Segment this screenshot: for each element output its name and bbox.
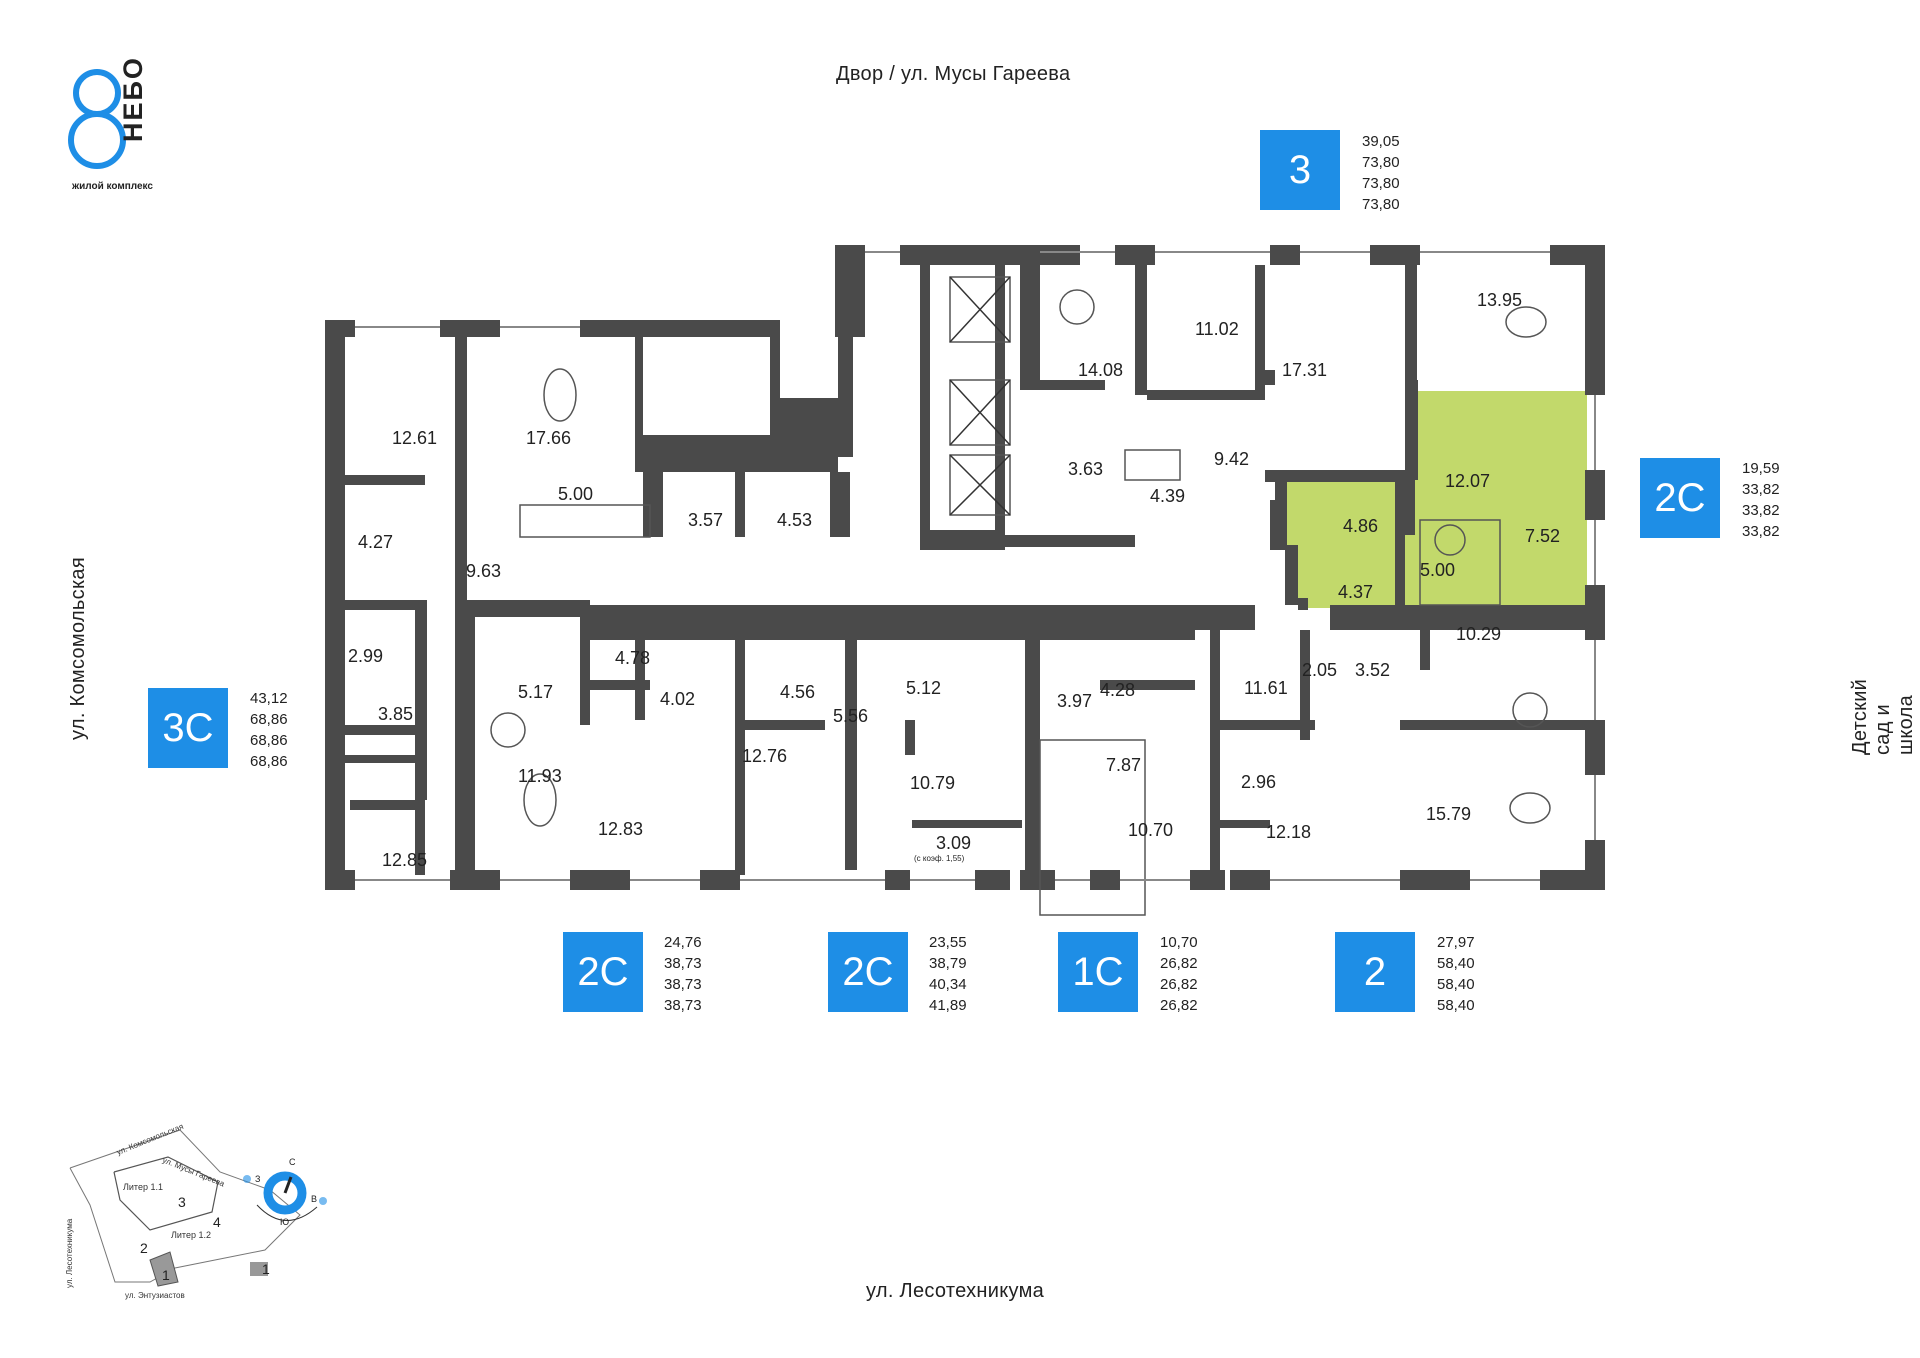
room-area-label: 4.53 — [777, 510, 812, 530]
highlighted-apartment — [1285, 391, 1587, 608]
minimap-number: 3 — [178, 1194, 186, 1210]
room-area-label: 3.97 — [1057, 691, 1092, 711]
room-area-label: 3.52 — [1355, 660, 1390, 680]
room-area-label: 12.61 — [392, 428, 437, 448]
apartment-badge-2[interactable]: 2 — [1335, 932, 1415, 1012]
room-area-label: 4.02 — [660, 689, 695, 709]
room-area-label: 4.56 — [780, 682, 815, 702]
minimap-number: 1 — [162, 1267, 170, 1283]
room-area-label: 11.02 — [1195, 319, 1239, 339]
street-bottom: ул. Лесотехникума — [866, 1280, 1045, 1302]
room-area-label: 7.87 — [1106, 755, 1141, 775]
room-area-label: 5.56 — [833, 706, 868, 726]
room-area-label: 5.00 — [558, 484, 593, 504]
room-area-label: 10.79 — [910, 773, 955, 793]
room-labels: 17.66 12.61 5.00 3.57 4.53 4.27 9.63 14.… — [348, 290, 1560, 870]
room-area-label: 4.28 — [1100, 680, 1135, 700]
minimap-liter: Литер 1.2 — [171, 1230, 211, 1240]
room-area-label: 10.29 — [1456, 624, 1501, 644]
minimap-liter: Литер 1.1 — [123, 1182, 163, 1192]
room-area-label: 4.37 — [1338, 582, 1373, 602]
apartment-badge-2c[interactable]: 2С — [1640, 458, 1720, 538]
room-area-label: 13.95 — [1477, 290, 1522, 310]
room-area-label: 9.63 — [466, 561, 501, 581]
room-area-label: 10.70 — [1128, 820, 1173, 840]
room-area-label: 12.18 — [1266, 822, 1311, 842]
street-top: Двор / ул. Мусы Гареева — [836, 63, 1071, 85]
room-area-label: 17.66 — [526, 428, 571, 448]
room-area-label: 14.08 — [1078, 360, 1123, 380]
apartment-badge-1c[interactable]: 1С — [1058, 932, 1138, 1012]
logo-subtitle: жилой комплекс — [72, 181, 153, 192]
room-area-label: 4.78 — [615, 648, 650, 668]
room-area-label: 3.09 — [936, 833, 971, 853]
room-area-label: 2.05 — [1302, 660, 1337, 680]
apartment-badge-2c[interactable]: 2С — [828, 932, 908, 1012]
room-area-label: 3.85 — [378, 704, 413, 724]
room-area-label: 4.27 — [358, 532, 393, 552]
room-area-label: 4.39 — [1150, 486, 1185, 506]
room-area-label: 5.00 — [1420, 560, 1455, 580]
minimap-number: 4 — [213, 1214, 221, 1230]
room-area-label: 2.99 — [348, 646, 383, 666]
room-area-label: 12.76 — [742, 746, 787, 766]
walls — [325, 245, 1605, 890]
room-area-label: 11.61 — [1244, 678, 1288, 698]
room-area-label: 12.85 — [382, 850, 427, 870]
minimap-street: ул. Комсомольская — [115, 1122, 184, 1157]
compass-w: З — [255, 1174, 260, 1184]
room-area-label: 17.31 — [1282, 360, 1327, 380]
minimap-street: ул. Энтузиастов — [125, 1291, 185, 1300]
room-area-label: 12.83 — [598, 819, 643, 839]
logo-eight-icon — [68, 69, 126, 169]
apartment-badge-3[interactable]: 3 — [1260, 130, 1340, 210]
room-area-label: 5.12 — [906, 678, 941, 698]
room-area-label: 4.86 — [1343, 516, 1378, 536]
room-area-label: 11.93 — [518, 766, 562, 786]
minimap-legend-number: 1 — [262, 1261, 270, 1277]
compass-e: В — [311, 1194, 317, 1204]
compass-s: Ю — [280, 1217, 289, 1227]
room-area-label: 3.57 — [688, 510, 723, 530]
apartment-badge-3c[interactable]: 3С — [148, 688, 228, 768]
minimap-number: 2 — [140, 1240, 148, 1256]
room-area-label: 9.42 — [1214, 449, 1249, 469]
minimap-street: ул. Лесотехникума — [65, 1218, 74, 1288]
room-area-label: 5.17 — [518, 682, 553, 702]
room-area-label: 7.52 — [1525, 526, 1560, 546]
compass-n: С — [289, 1157, 296, 1167]
site-minimap: ул. Комсомольская ул. Мусы Гареева ул. Л… — [65, 1122, 301, 1300]
room-area-label: 12.07 — [1445, 471, 1490, 491]
room-coef-note: (с коэф. 1,55) — [914, 854, 965, 863]
compass-icon: С Ю З В — [243, 1157, 327, 1227]
minimap-street: ул. Мусы Гареева — [161, 1156, 226, 1189]
room-area-label: 15.79 — [1426, 804, 1471, 824]
room-area-label: 2.96 — [1241, 772, 1276, 792]
room-area-label: 3.63 — [1068, 459, 1103, 479]
apartment-badge-2c[interactable]: 2С — [563, 932, 643, 1012]
